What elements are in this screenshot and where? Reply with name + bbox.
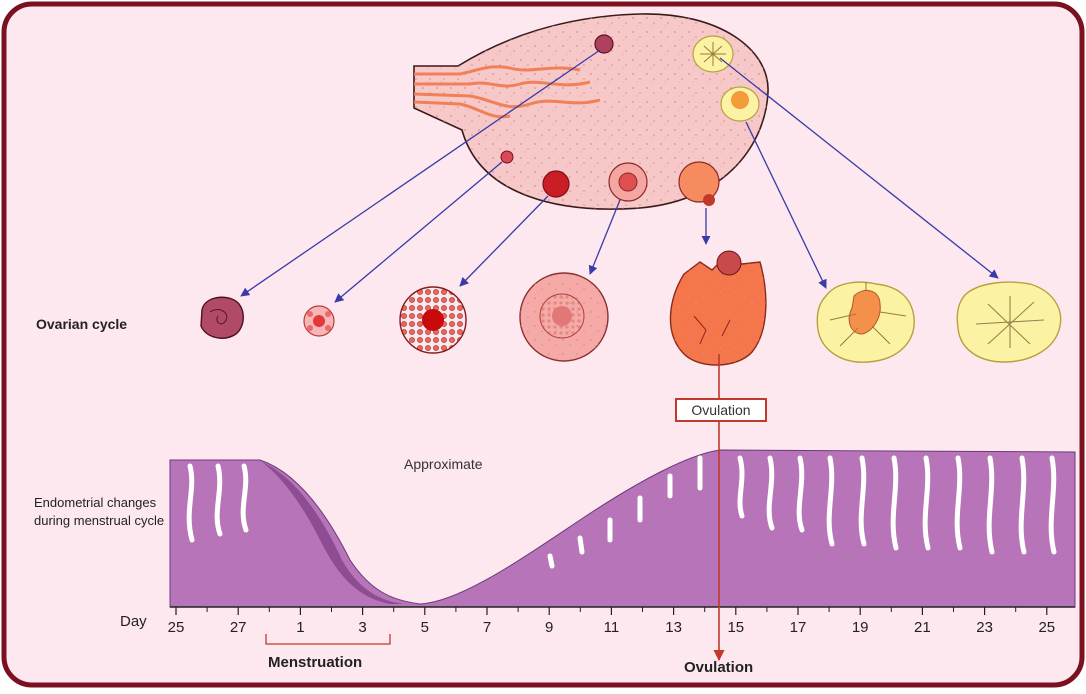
day-tick-label: 15 [727,619,744,636]
primary-follicle-stage [400,287,466,353]
day-tick-label: 3 [358,619,366,636]
menstruation-label: Menstruation [268,654,362,671]
secondary-follicle-stage [520,273,608,361]
endometrial-changes-label: Endometrial changes during menstrual cyc… [34,494,174,530]
corpus-albicans-stage [201,297,243,338]
day-tick-label: 19 [852,619,869,636]
day-tick-label: 7 [483,619,491,636]
day-tick-label: 5 [421,619,429,636]
day-tick-label: 17 [790,619,807,636]
ovulation-bottom-label: Ovulation [684,659,753,676]
approximate-label: Approximate [404,456,483,472]
day-tick-label: 27 [230,619,247,636]
corpus-luteum-stage [817,282,914,362]
day-tick-label: 25 [168,619,185,636]
day-tick-label: 9 [545,619,553,636]
primordial-follicle-stage [304,306,334,336]
ovulation-box-label: Ovulation [675,398,767,422]
day-tick-label: 25 [1038,619,1055,636]
day-tick-label: 23 [976,619,993,636]
day-axis-label: Day [120,613,147,630]
day-tick-label: 21 [914,619,931,636]
day-tick-label: 13 [665,619,682,636]
day-tick-label: 11 [604,619,620,636]
regressing-corpus-luteum-stage [957,282,1060,362]
ovarian-cycle-label: Ovarian cycle [36,316,127,332]
day-tick-label: 1 [296,619,304,636]
